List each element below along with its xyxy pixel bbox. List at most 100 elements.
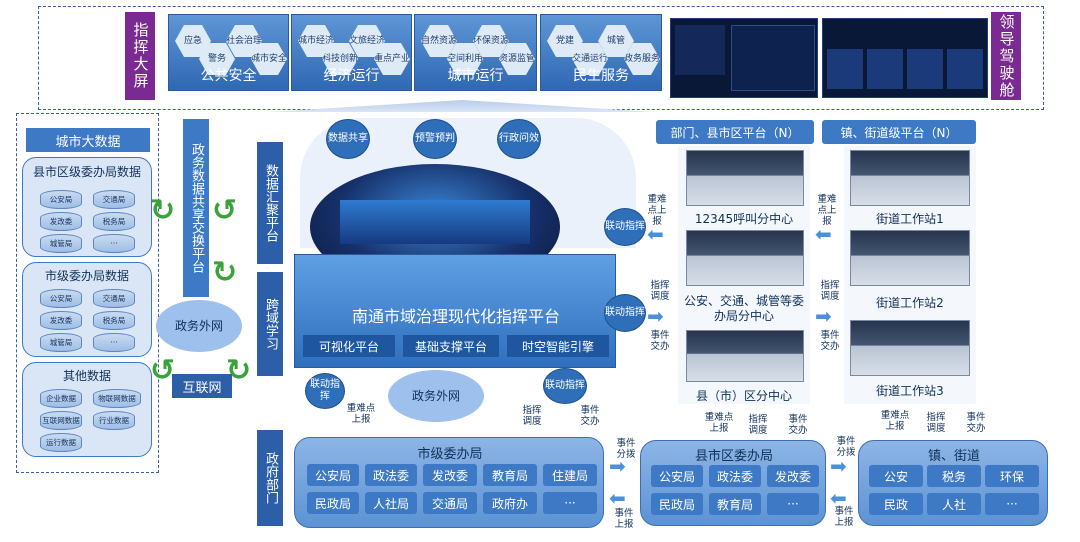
bureau-box: 公安局 (651, 465, 703, 487)
dashboard-panel (731, 25, 815, 91)
bureau-box: 民政局 (307, 492, 359, 514)
circle-linkage-bottom-right: 联动指挥 (543, 368, 587, 404)
station-photo-3 (850, 320, 970, 376)
bureau-box: 民政 (869, 493, 923, 515)
dashboard-panel (675, 25, 725, 75)
circle-warning: 预警预判 (413, 119, 457, 159)
group-economy: 城市经济 科技创新 文旅经济 重点产业 经济运行 (291, 14, 412, 91)
gov-departments-label: 政府部门 (257, 430, 283, 526)
bureau-box: 政法委 (365, 464, 417, 486)
main-platform-title: 南通市域治理现代化指挥平台 (351, 307, 560, 326)
main-platform-box: 南通市域治理现代化指挥平台 可视化平台 基础支撑平台 时空智能引擎 (294, 254, 616, 368)
label-event-handover: 事件交办 (580, 405, 600, 427)
bureau-box: 政府办 (483, 492, 537, 514)
bureau-box: ··· (767, 493, 819, 515)
county-data-panel: 县市区级委办局数据 公安局 交通局 发改委 税务局 城管局 ··· (22, 157, 152, 257)
data-cylinder: 交通局 (93, 289, 135, 308)
panel-title: 县市区级委办局数据 (32, 165, 141, 179)
label-cmd-dispatch-county: 指挥调度 (748, 414, 768, 436)
city-big-data-title: 城市大数据 (26, 128, 150, 152)
group-city-operation: 自然资源 空间利用 环保资源 资源监管 城市运行 (414, 14, 537, 91)
bureau-box: 人社 (927, 493, 981, 515)
bureau-box: 发改委 (767, 465, 819, 487)
caption-bureaus: 公安、交通、城管等委办局分中心 (683, 294, 804, 323)
cycle-arrow-icon: ↻ (150, 193, 176, 228)
group-title: 城市运行 (447, 68, 504, 84)
data-cylinder: 物联网数据 (93, 389, 141, 408)
label-cmd-dispatch: 指挥调度 (522, 405, 542, 427)
data-cylinder: ··· (93, 234, 135, 253)
data-cylinder: 行业数据 (93, 411, 135, 430)
label-key-report-right: 重难点上报 (647, 194, 667, 227)
bureau-box: 教育局 (709, 493, 761, 515)
arrow-left-icon: ⬅ (609, 486, 626, 510)
internet-box: 互联网 (172, 374, 232, 398)
caption-station-2: 街道工作站2 (876, 296, 944, 310)
bureau-box: 人社局 (365, 492, 417, 514)
label-event-report-1: 事件上报 (614, 508, 634, 530)
gov-data-exchange-platform: 政务数据共享交换平台 (183, 119, 209, 297)
cycle-arrow-icon: ↺ (150, 353, 176, 388)
bureau-box: 教育局 (483, 464, 537, 486)
bureau-box: 公安局 (307, 464, 359, 486)
panel-title: 市级委办局 (417, 447, 483, 462)
hall-video-wall (340, 200, 530, 244)
caption-12345: 12345呼叫分中心 (694, 212, 794, 226)
label-event-dispatch-1: 事件分拨 (616, 438, 636, 460)
group-title: 经济运行 (323, 68, 380, 84)
panel-title: 镇、街道 (927, 449, 980, 464)
data-cylinder: 互联网数据 (40, 411, 82, 430)
caption-station-3: 街道工作站3 (876, 384, 944, 398)
label-cmd-dispatch-street: 指挥调度 (926, 412, 946, 434)
gov-extranet-cloud-center: 政务外网 (388, 370, 484, 422)
label-event-dispatch-2: 事件分拨 (836, 436, 856, 458)
panel-title: 县市区委办局 (694, 449, 773, 464)
group-title: 民生服务 (573, 68, 629, 84)
caption-station-1: 街道工作站1 (876, 212, 944, 226)
label-event-handover-town: 事件交办 (820, 330, 840, 352)
arrow-right-icon: ➡ (609, 454, 626, 478)
group-public-safety: 应急 警务 社会治理 城市安全 公共安全 (168, 14, 289, 91)
command-screen-label: 指挥大屏 (125, 12, 155, 100)
panel-title: 其他数据 (62, 369, 111, 383)
label-event-handover-right: 事件交办 (650, 330, 670, 352)
circle-data-sharing: 数据共享 (326, 119, 370, 159)
center-photo-bureaus (686, 230, 804, 286)
leader-cockpit-text: 领导驾驶舱 (997, 13, 1016, 99)
cross-domain-learning: 跨域学习 (257, 272, 283, 376)
data-cylinder: 交通局 (93, 190, 135, 209)
data-aggregation-platform: 数据汇聚平台 (257, 142, 283, 264)
cycle-arrow-icon: ↻ (212, 255, 238, 290)
label-event-handover-county: 事件交办 (788, 414, 808, 436)
module-visualization: 可视化平台 (303, 335, 395, 357)
left-dashed-frame (16, 113, 159, 473)
arrow-left-icon: ⬅ (830, 486, 847, 510)
data-cylinder: 发改委 (40, 212, 82, 231)
dashboard-screenshot-1 (670, 18, 818, 98)
label-key-report-town: 重难点上报 (817, 194, 837, 227)
label-cmd-dispatch-town: 指挥调度 (820, 280, 840, 302)
caption-county: 县（市）区分中心 (695, 389, 792, 403)
circle-linkage-right-2: 联动指挥 (604, 294, 646, 332)
data-cylinder: 运行数据 (40, 433, 82, 452)
module-spatiotemporal: 时空智能引擎 (507, 335, 609, 357)
town-street-panel: 镇、街道 公安 税务 环保 民政 人社 ··· (858, 440, 1048, 526)
module-foundation: 基础支撑平台 (403, 335, 499, 357)
station-photo-2 (850, 230, 970, 286)
bureau-box: 住建局 (543, 464, 597, 486)
data-cylinder: 城管局 (40, 333, 82, 352)
bureau-box: 税务 (927, 465, 981, 487)
label-key-report-county: 重难点上报 (704, 412, 734, 434)
panel-title: 市级委办局数据 (44, 269, 129, 283)
data-cylinder: 税务局 (93, 212, 135, 231)
circle-linkage-right: 联动指挥 (604, 208, 646, 246)
data-cylinder: 公安局 (40, 289, 82, 308)
city-data-panel: 市级委办局数据 公安局 交通局 发改委 税务局 城管局 ··· (22, 262, 152, 357)
dept-platform-title: 部门、县市区平台（N） (656, 120, 814, 144)
data-cylinder: 发改委 (40, 311, 82, 330)
data-cylinder: ··· (93, 333, 135, 352)
other-data-panel: 其他数据 企业数据 物联网数据 互联网数据 行业数据 运行数据 (22, 362, 152, 457)
bureau-box: 政法委 (709, 465, 761, 487)
circle-linkage-bottom-left: 联动指挥 (305, 373, 345, 409)
bureau-box: 环保 (985, 465, 1039, 487)
